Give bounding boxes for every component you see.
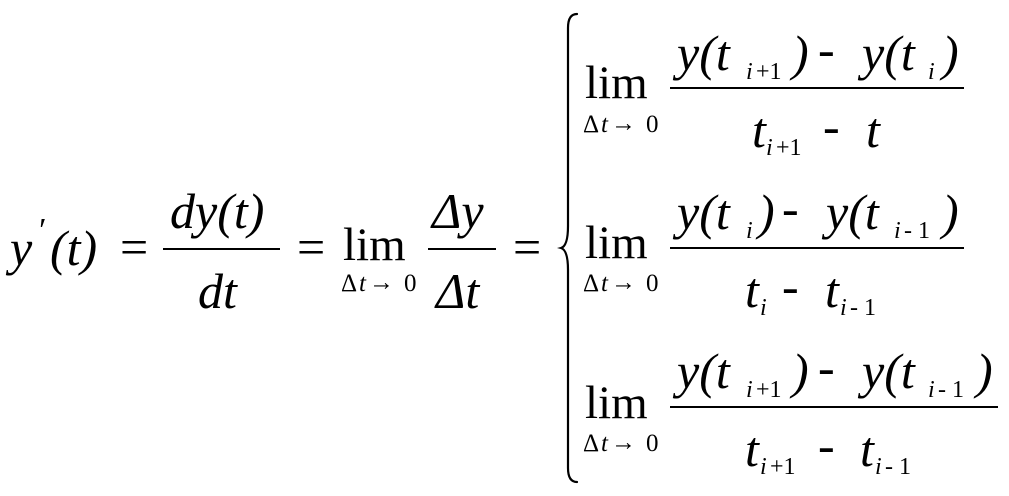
case-3-num-a: y(t: [677, 343, 730, 399]
case-3-fraction-bar: [670, 406, 998, 408]
case-1-num-a-sub2: +1: [756, 59, 782, 85]
case-3-num-minus: -: [818, 339, 835, 395]
case-2-den-b: t: [825, 262, 839, 318]
case-2-num-a: y(t: [677, 184, 730, 240]
case-1-num-minus: -: [818, 21, 835, 77]
case-2-t: t: [601, 270, 608, 297]
case-1-den-a: t: [752, 102, 766, 158]
case-2-den-a-sub: i: [760, 295, 767, 321]
case-2-num-a-close: ): [758, 184, 775, 240]
case-1-den-a-sub: i: [766, 135, 773, 161]
case-1-num-b-sub: i: [928, 59, 935, 85]
case-2-delta: Δ: [583, 270, 600, 297]
case-3-num-b: y(t: [862, 343, 915, 399]
limit-t: t: [359, 270, 366, 297]
limit-denominator: Δt: [436, 263, 480, 319]
case-2-num-minus: -: [782, 180, 799, 236]
limit-equals: =: [513, 219, 542, 275]
case-3-den-a-sub: i: [760, 454, 767, 480]
case-1-num-b-close: ): [942, 25, 959, 81]
limit-numerator-delta: Δy: [432, 186, 484, 236]
case-3-num-a-close: ): [792, 343, 809, 399]
limit-delta: Δ: [341, 270, 358, 297]
case-2-num-b-close: ): [942, 184, 959, 240]
case-1-zero: 0: [646, 111, 659, 138]
case-1-den-minus: -: [823, 98, 840, 154]
case-2-den-a: t: [745, 262, 759, 318]
case-1-delta: Δ: [583, 111, 600, 138]
case-2-num-b: y(t: [826, 184, 879, 240]
case-3-num-b-close: ): [976, 343, 993, 399]
derivative-fraction-bar: [163, 248, 280, 250]
case-3-num-b-sub: i: [928, 377, 935, 403]
case-1-arrow: →: [611, 110, 636, 137]
case-3-arrow: →: [611, 429, 636, 456]
case-3-num-a-sub: i: [746, 377, 753, 403]
case-1-fraction-bar: [670, 87, 964, 89]
lhs-equals: =: [120, 219, 149, 275]
case-3-delta: Δ: [583, 430, 600, 457]
case-2-den-b-sub2: - 1: [850, 295, 876, 321]
case-1-num-a: y(t: [677, 25, 730, 81]
derivative-denominator: dt: [198, 263, 237, 319]
case-1-num-a-sub: i: [746, 59, 753, 85]
case-1-lim: lim: [585, 57, 648, 109]
case-2-lim: lim: [585, 217, 648, 269]
case-2-den-minus: -: [782, 258, 799, 314]
case-2-num-b-sub2: - 1: [904, 218, 930, 244]
case-3-den-minus: -: [818, 417, 835, 473]
derivative-numerator: dy(t): [170, 183, 265, 239]
limit-zero: 0: [404, 270, 417, 297]
case-3-den-a-sub2: +1: [770, 454, 796, 480]
case-3-den-b-sub: i: [875, 454, 882, 480]
case-3-den-a: t: [745, 421, 759, 477]
limit-fraction-bar: [428, 248, 496, 250]
case-3-den-b-sub2: - 1: [885, 454, 911, 480]
case-3-den-b: t: [860, 421, 874, 477]
case-3-num-b-sub2: - 1: [938, 377, 964, 403]
limit-lim: lim: [343, 219, 406, 271]
case-2-zero: 0: [646, 270, 659, 297]
case-2-num-b-sub: i: [894, 218, 901, 244]
case-1-t: t: [601, 111, 608, 138]
limit-denominator-wrap: Δt: [436, 266, 479, 316]
case-2-arrow: →: [611, 269, 636, 296]
case-1-den-a-sub2: +1: [776, 135, 802, 161]
case-3-lim: lim: [585, 377, 648, 429]
case-3-zero: 0: [646, 430, 659, 457]
case-1-den-b: t: [866, 102, 880, 158]
case-3-t: t: [601, 430, 608, 457]
case-1-num-b: y(t: [862, 25, 915, 81]
case-2-den-b-sub: i: [840, 295, 847, 321]
derivative-equals: =: [297, 219, 326, 275]
lhs-arg: (t): [50, 220, 98, 276]
case-1-num-a-close: ): [792, 25, 809, 81]
case-2-fraction-bar: [670, 247, 964, 249]
limit-arrow: →: [369, 269, 394, 296]
limit-numerator: Δy: [432, 183, 484, 239]
lhs-prime: ′: [37, 212, 45, 249]
case-3-num-a-sub2: +1: [756, 377, 782, 403]
case-2-num-a-sub: i: [746, 218, 753, 244]
lhs-y: y: [10, 220, 33, 276]
